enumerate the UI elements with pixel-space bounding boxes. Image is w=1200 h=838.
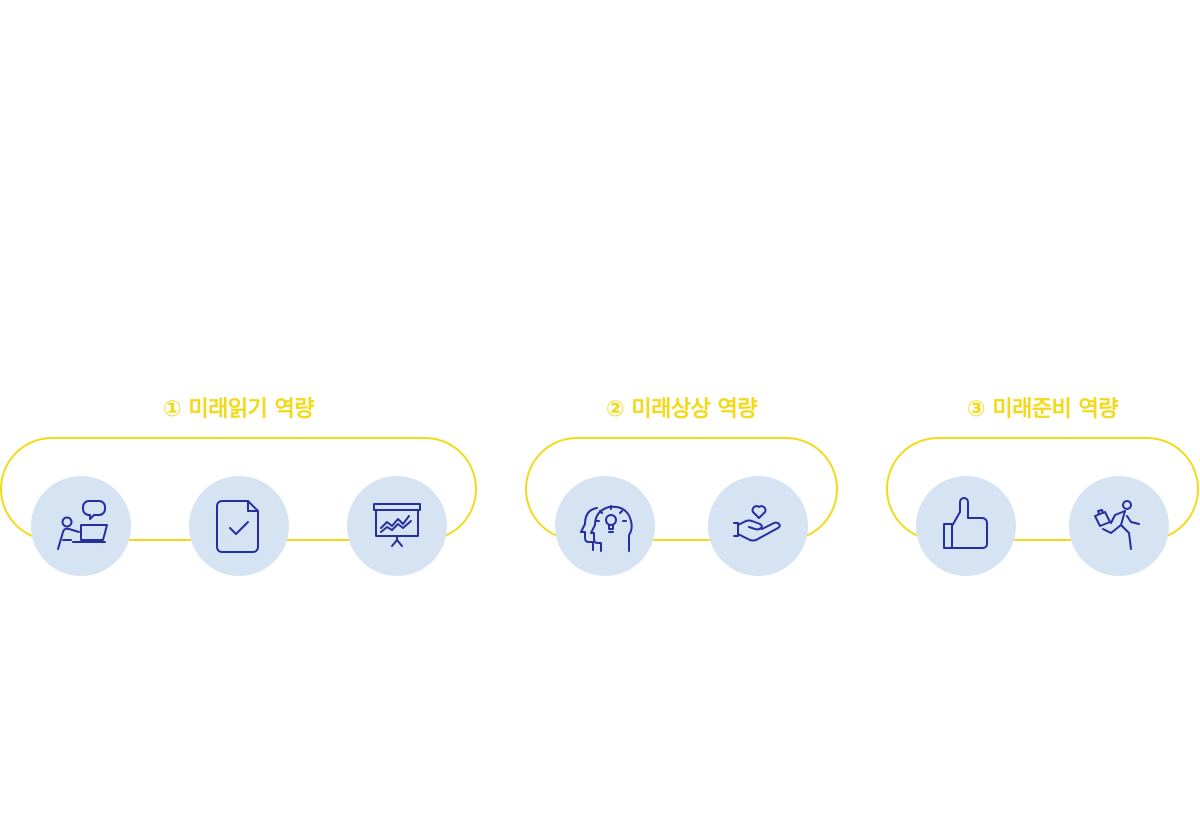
icon-circle <box>347 476 447 576</box>
group-frame <box>886 437 1199 541</box>
competency-group-preparing: ③ 미래준비 역량 <box>886 395 1199 585</box>
icon-circle <box>31 476 131 576</box>
group-frame <box>525 437 838 541</box>
head-lightbulb-icon <box>580 505 633 552</box>
running-person-briefcase-icon <box>1094 500 1140 550</box>
presentation-board-chart-icon <box>373 503 421 547</box>
competency-group-imagining: ② 미래상상 역량 <box>525 395 838 585</box>
group-title: ① 미래읽기 역량 <box>163 397 314 422</box>
icon-circle <box>1069 476 1169 576</box>
group-title: ② 미래상상 역량 <box>606 397 757 422</box>
competency-group-reading: ① 미래읽기 역량 <box>0 395 477 585</box>
icon-circle <box>189 476 289 576</box>
icon-circle <box>708 476 808 576</box>
hand-heart-icon <box>733 505 781 542</box>
icon-circle <box>916 476 1016 576</box>
document-check-icon <box>216 500 259 553</box>
group-title: ③ 미래준비 역량 <box>967 397 1118 422</box>
person-laptop-speech-icon <box>57 500 108 550</box>
thumbs-up-icon <box>943 497 988 549</box>
icon-circle <box>555 476 655 576</box>
